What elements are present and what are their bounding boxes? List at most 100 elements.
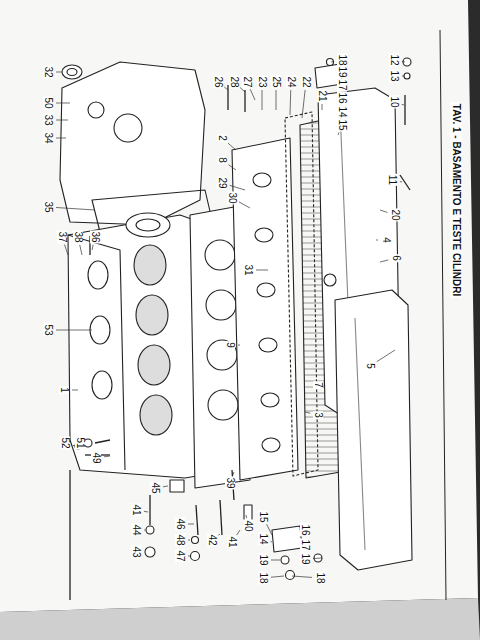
leader-line — [322, 104, 323, 110]
leader-line — [239, 202, 250, 208]
callout-number: 52 — [60, 436, 70, 449]
callout-number: 18 — [315, 571, 325, 584]
plug-seal — [324, 274, 336, 286]
nut — [286, 571, 295, 580]
callout-number: 31 — [243, 263, 253, 276]
leader-line — [56, 103, 70, 104]
cover-boss — [114, 114, 142, 142]
leader-line — [229, 165, 236, 170]
leader-line — [302, 90, 305, 118]
leader-line — [56, 120, 68, 121]
gasket-bore — [206, 290, 236, 320]
washer — [404, 73, 410, 79]
leader-line — [377, 350, 395, 362]
seal-ring — [67, 69, 77, 76]
callout-number: 17 — [300, 538, 310, 551]
callout-number: 5 — [365, 362, 375, 370]
cylinder-bore — [134, 245, 166, 285]
table-surface — [0, 598, 480, 640]
callout-number: 15 — [337, 118, 347, 131]
gasket-bore — [205, 240, 235, 270]
leader-line — [380, 260, 388, 262]
leader-line — [331, 61, 334, 63]
callout-number: 32 — [43, 65, 53, 78]
callout-number: 41 — [131, 503, 141, 516]
callout-number: 15 — [258, 510, 268, 523]
callout-number: 21 — [317, 89, 327, 102]
engine-parts — [60, 58, 412, 580]
leader-line — [292, 576, 312, 577]
callout-number: 9 — [225, 341, 235, 349]
callout-number: 42 — [207, 533, 217, 546]
studs — [70, 85, 410, 600]
leader-line — [305, 412, 310, 413]
nut — [191, 552, 200, 561]
leader-line — [228, 143, 236, 150]
callout-number: 27 — [242, 75, 252, 88]
callout-number: 53 — [43, 323, 53, 336]
leader-line — [72, 390, 78, 391]
callout-number: 14 — [258, 532, 268, 545]
callout-number: 11 — [387, 174, 397, 186]
callout-number: 10 — [389, 95, 399, 108]
callout-number: 19 — [337, 65, 347, 78]
callout-number: 7 — [313, 381, 323, 389]
callout-number: 26 — [213, 75, 223, 88]
callout-number: 38 — [73, 230, 83, 243]
exhaust-flange — [272, 526, 302, 552]
leader-line — [290, 90, 292, 115]
leader-line — [250, 89, 255, 100]
bank-opening — [90, 316, 110, 344]
callout-number: 12 — [389, 53, 399, 66]
callout-number: 39 — [225, 476, 235, 489]
callout-number: 29 — [217, 176, 227, 189]
callout-number: 6 — [391, 254, 401, 262]
leader-line — [380, 210, 387, 212]
nut — [145, 547, 155, 557]
leader-line — [163, 486, 168, 488]
cylinder-bore — [136, 295, 168, 335]
nut — [281, 556, 289, 564]
callout-number: 43 — [131, 545, 141, 558]
port — [262, 438, 280, 452]
leader-line — [271, 576, 284, 577]
leader-line — [65, 245, 68, 255]
leader-line — [92, 245, 93, 250]
callout-number: 45 — [150, 481, 160, 494]
callout-number: 49 — [91, 451, 101, 464]
leader-line — [230, 185, 245, 190]
callout-number: 22 — [301, 75, 311, 88]
leader-line — [276, 90, 277, 110]
leader-line — [376, 240, 378, 241]
callout-number: 2 — [217, 134, 227, 142]
callout-number: 30 — [227, 191, 237, 204]
leader-lines — [56, 61, 405, 577]
crankcase-edge — [68, 235, 125, 470]
port — [255, 228, 273, 242]
leader-line — [218, 534, 220, 535]
callout-number: 33 — [43, 113, 53, 126]
washer — [192, 537, 199, 544]
callout-number: 36 — [90, 230, 100, 243]
leader-line — [188, 540, 190, 541]
callout-number: 18 — [258, 571, 268, 584]
cover-boss — [88, 102, 104, 118]
leader-line — [56, 72, 62, 73]
dowel — [170, 480, 184, 492]
callout-number: 50 — [43, 96, 53, 109]
callout-number: 51 — [75, 436, 85, 449]
callout-number: 4 — [381, 236, 391, 244]
leader-line — [238, 345, 240, 346]
callout-number: 14 — [337, 105, 347, 118]
callout-number: 8 — [217, 156, 227, 164]
port — [257, 283, 275, 297]
callout-number: 40 — [243, 519, 253, 532]
callout-number: 28 — [229, 75, 239, 88]
leader-line — [144, 511, 148, 513]
leader-line — [104, 456, 110, 458]
callout-number: 41 — [227, 535, 237, 548]
leader-line — [271, 560, 280, 561]
timing-cover — [60, 62, 205, 225]
